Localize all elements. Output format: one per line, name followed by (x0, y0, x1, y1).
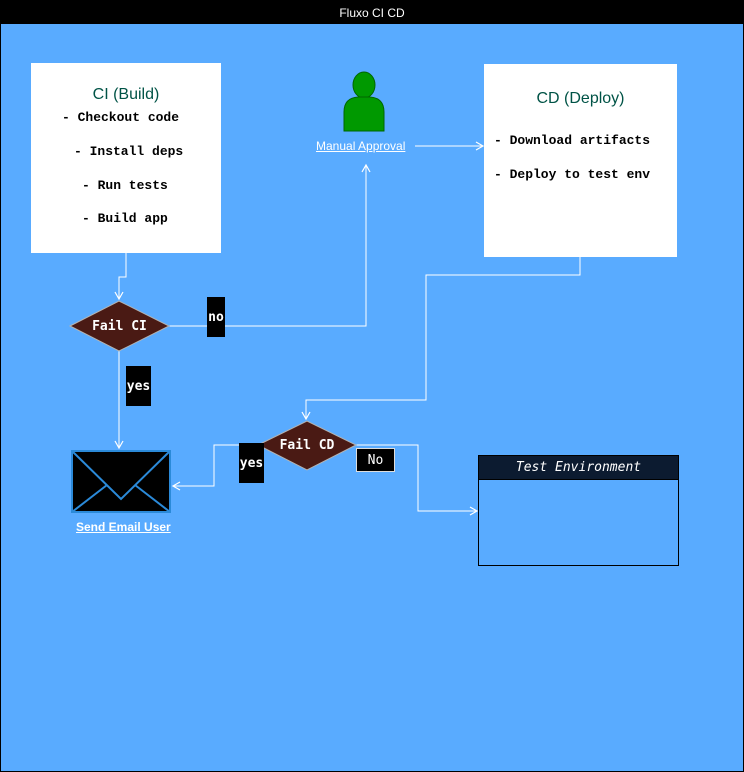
cd-deploy-box: CD (Deploy) - Download artifacts - Deplo… (484, 64, 677, 257)
user-icon (343, 71, 385, 132)
edge-label-ci-no: no (207, 297, 225, 337)
fail-cd-diamond (256, 420, 358, 471)
edge-failcd-no-to-testenv (356, 444, 479, 516)
window-title: Fluxo CI CD (1, 1, 743, 24)
edge-failcd-yes-to-email (171, 444, 258, 491)
fail-cd-label: Fail CD (279, 437, 335, 453)
test-environment-title: Test Environment (479, 456, 678, 480)
ci-step-build: - Build app (82, 211, 168, 226)
edge-cd-to-failcd (301, 257, 581, 421)
edge-label-cd-yes: yes (239, 443, 264, 483)
edge-label-ci-yes: yes (126, 366, 151, 406)
fail-ci-label: Fail CI (92, 318, 147, 334)
fail-ci-diamond (68, 300, 171, 352)
edge-ci-to-failci (114, 253, 127, 301)
ci-step-install: - Install deps (74, 144, 184, 159)
ci-build-box: CI (Build) - Checkout code - Install dep… (31, 63, 221, 253)
cd-step-download: - Download artifacts (494, 133, 651, 148)
cd-box-title: CD (Deploy) (536, 90, 625, 107)
ci-step-tests: - Run tests (82, 178, 168, 193)
manual-approval-label[interactable]: Manual Approval (316, 139, 406, 153)
ci-step-checkout: - Checkout code (62, 110, 180, 125)
ci-box-title: CI (Build) (92, 86, 160, 103)
edge-failci-no-to-approval (169, 163, 371, 327)
cd-step-deploy: - Deploy to test env (494, 167, 651, 182)
edge-label-cd-no: No (356, 448, 395, 472)
send-email-label[interactable]: Send Email User (76, 520, 171, 534)
mail-icon (71, 450, 171, 513)
test-environment-container: Test Environment (478, 455, 679, 566)
